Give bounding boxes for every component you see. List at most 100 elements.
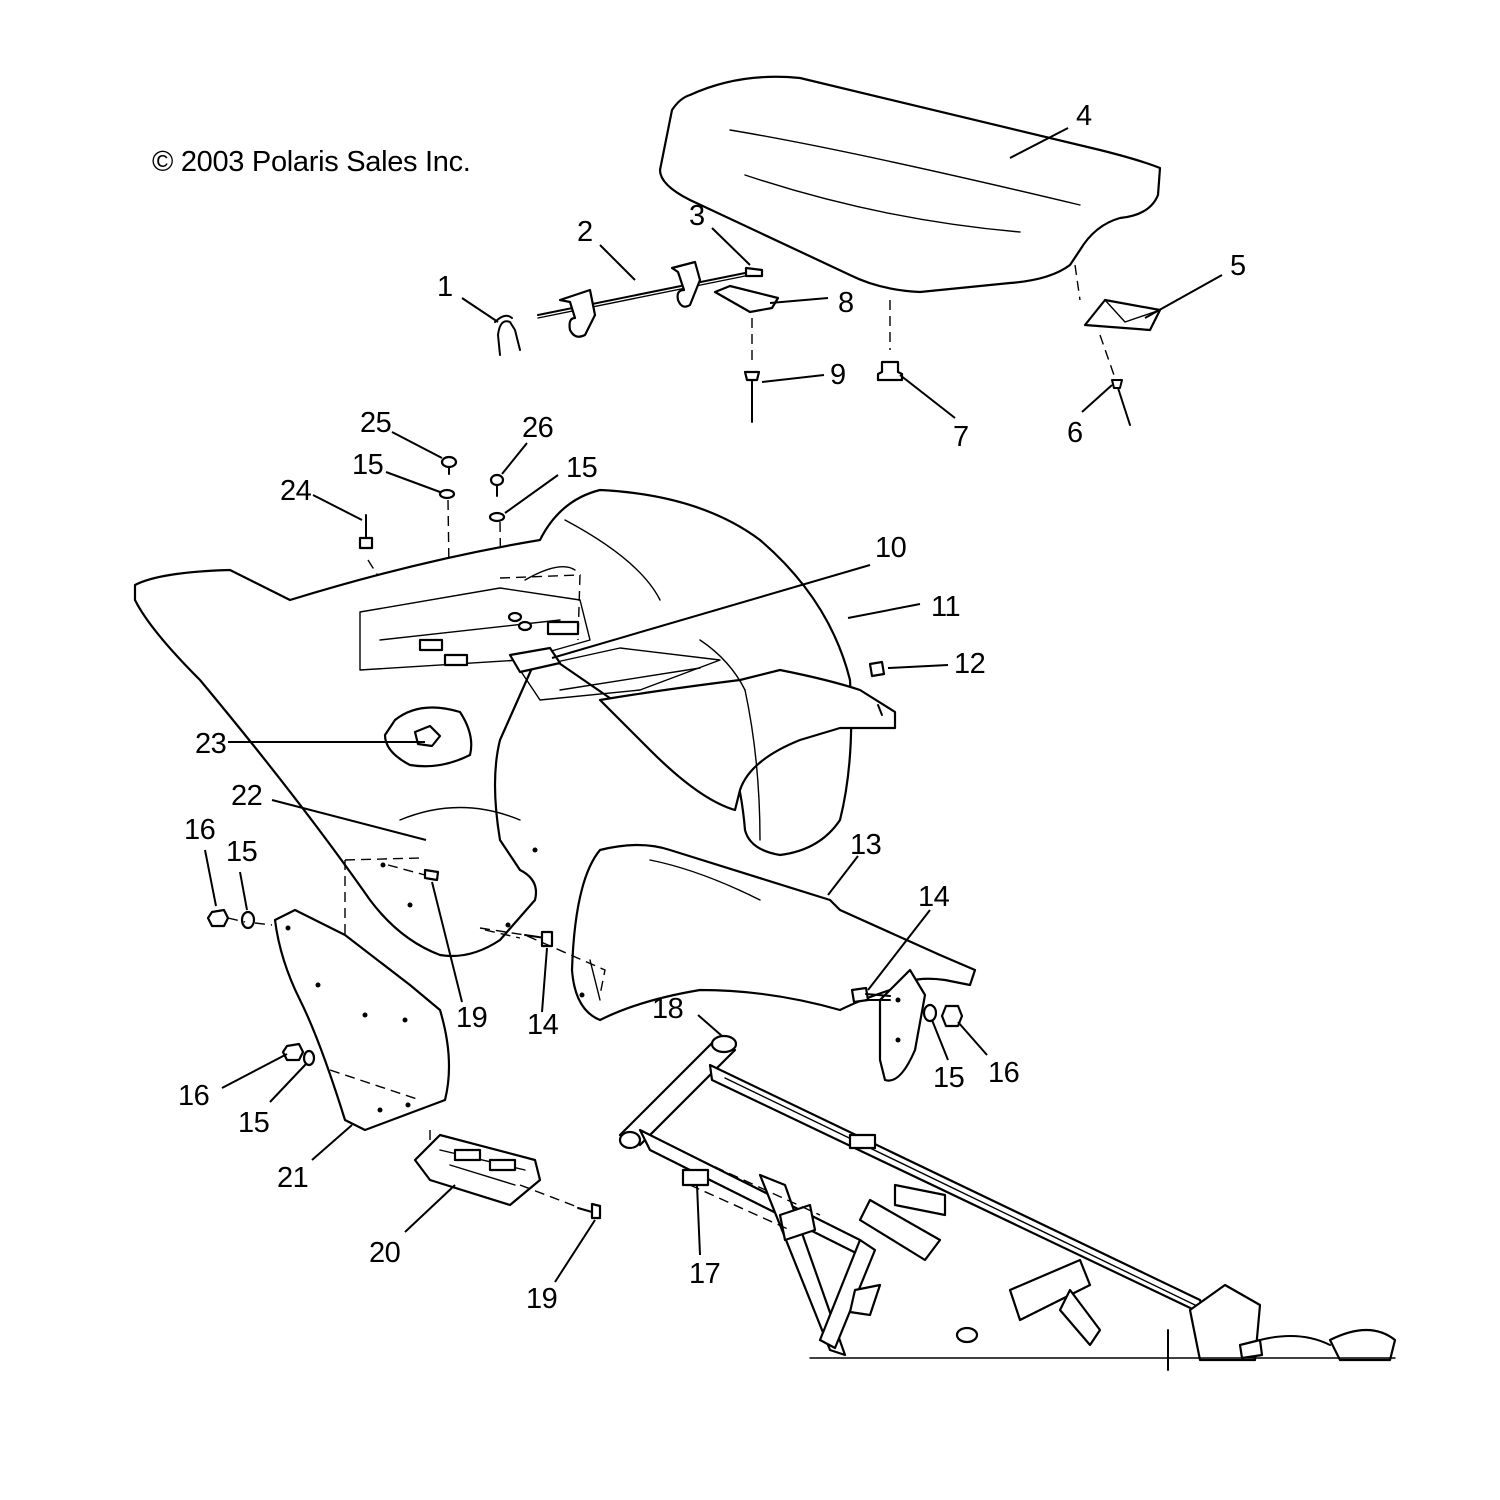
callout-16-lower-left: 16	[178, 1080, 209, 1112]
flap-bracket-part	[413, 1133, 542, 1207]
callout-25: 25	[360, 407, 391, 439]
leader-9	[761, 374, 825, 383]
leader-2	[599, 244, 636, 281]
leader-3	[711, 227, 751, 266]
seat-bracket-part	[1083, 298, 1162, 332]
nut-part-16-right	[940, 1004, 964, 1028]
callout-17: 17	[689, 1258, 720, 1290]
callout-16-upper-left: 16	[184, 814, 215, 846]
callout-15-upper-left: 15	[226, 836, 257, 868]
leader-15e	[269, 1063, 307, 1103]
callout-10: 10	[875, 532, 906, 564]
leader-16c	[221, 1053, 288, 1089]
leader-26	[501, 442, 528, 475]
leader-19b	[554, 1219, 596, 1283]
leader-16b	[957, 1021, 988, 1056]
callout-6: 6	[1067, 417, 1083, 449]
leader-7	[899, 374, 956, 419]
leader-15d	[931, 1019, 949, 1061]
screw-part-6	[1111, 379, 1131, 426]
leader-19a	[431, 881, 463, 1003]
leader-6	[1081, 384, 1113, 413]
leader-21	[311, 1124, 353, 1161]
screw-part-24	[358, 514, 374, 550]
leader-5	[1144, 274, 1223, 319]
callout-15-lower-left: 15	[238, 1107, 269, 1139]
nut-12-alignment-line	[877, 704, 883, 716]
bracket-screw-alignment-line	[1099, 334, 1116, 379]
leader-20	[404, 1184, 456, 1233]
callout-23: 23	[195, 728, 226, 760]
callout-13: 13	[850, 829, 881, 861]
bolt-part-14-middle	[484, 929, 554, 948]
frame-part	[618, 1034, 1397, 1371]
callout-19-lower: 19	[526, 1283, 557, 1315]
washer-part-15-right	[922, 1003, 938, 1023]
leader-1	[461, 297, 499, 323]
callout-9: 9	[830, 359, 846, 391]
upper-left-fastener-line	[227, 917, 246, 923]
callout-5: 5	[1230, 250, 1246, 282]
leader-25	[391, 431, 443, 459]
callout-12: 12	[954, 648, 985, 680]
leader-17	[696, 1184, 701, 1256]
flap-top-alignment-line	[344, 857, 421, 861]
rubber-stud-part	[876, 360, 904, 382]
leader-24	[312, 494, 363, 521]
bolt-19-lower-alignment-line	[519, 1184, 581, 1209]
leader-11	[847, 603, 921, 619]
frame-dash-line-1	[699, 1159, 821, 1216]
upper-left-fastener-line-2	[254, 922, 273, 926]
nut-part-12	[868, 660, 886, 678]
callout-14-middle: 14	[527, 1009, 559, 1041]
screw-part-25	[440, 455, 458, 475]
bolt-part-19-upper	[387, 864, 440, 882]
callout-3: 3	[689, 200, 705, 232]
callout-4: 4	[1076, 100, 1092, 132]
callout-15-top-left: 15	[352, 449, 383, 481]
latch-rod-part	[537, 260, 764, 338]
callout-20: 20	[369, 1237, 400, 1269]
leader-8	[769, 297, 829, 304]
callout-7: 7	[953, 421, 969, 453]
leader-10	[551, 564, 871, 659]
copyright-notice: © 2003 Polaris Sales Inc.	[152, 146, 471, 178]
right-fender-bracket-part	[878, 968, 927, 1082]
leader-16a	[204, 849, 217, 907]
washer-part-15-lower-left	[302, 1049, 316, 1067]
callout-11: 11	[931, 591, 960, 623]
callout-16-right: 16	[988, 1057, 1019, 1089]
leader-15c	[239, 871, 248, 911]
fender-plate-part	[383, 706, 473, 768]
seat-bracket-alignment-line	[1074, 264, 1081, 301]
callout-15-top-right: 15	[566, 452, 597, 484]
mud-flap-part	[273, 908, 451, 1132]
callout-26: 26	[522, 412, 553, 444]
frame-dash-line-2	[689, 1184, 791, 1231]
callout-2: 2	[577, 216, 593, 248]
leader-22	[271, 799, 427, 841]
leader-13	[827, 855, 859, 896]
latch-plate-part	[713, 284, 780, 314]
callout-18: 18	[652, 993, 683, 1025]
decal-part	[508, 646, 562, 674]
leader-4	[1009, 127, 1069, 159]
leader-15a	[385, 471, 441, 493]
callout-24: 24	[280, 475, 312, 507]
washer-part-15-top-left	[438, 488, 456, 500]
leader-14a	[541, 947, 548, 1013]
rivet-part	[743, 370, 761, 423]
nut-part-16-lower-left	[281, 1042, 305, 1062]
nut-part-16-upper-left	[206, 908, 230, 928]
washer-part-15-upper-left	[240, 910, 256, 930]
callout-8: 8	[838, 287, 854, 319]
callout-15-right: 15	[933, 1062, 964, 1094]
callout-21: 21	[277, 1162, 308, 1194]
callout-1: 1	[437, 271, 453, 303]
right-fender-part	[570, 843, 977, 1022]
leader-18	[697, 1014, 723, 1037]
fender-seam-line	[479, 927, 606, 996]
callout-19-upper: 19	[456, 1002, 487, 1034]
bolt-part-19-lower	[577, 1202, 602, 1220]
